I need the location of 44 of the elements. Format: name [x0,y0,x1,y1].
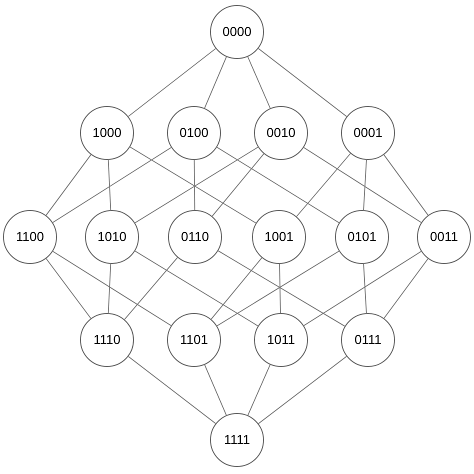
node-label: 1111 [224,431,250,450]
connector-line [108,160,112,210]
connector-line [204,364,227,416]
connector-line [258,48,348,117]
connector-line [124,257,178,320]
connector-line [210,257,262,320]
node-label: 0001 [354,124,382,142]
connector-line [383,154,429,216]
connector-line [247,364,271,416]
connector-line [134,250,258,326]
node-label: 1000 [92,124,122,142]
connector-line [108,264,112,314]
node-label: 1011 [267,331,295,350]
connector-line [52,250,172,326]
connector-line [247,56,271,109]
connector-line [194,160,196,210]
connector-line [363,264,367,314]
node-label: 0111 [354,331,382,350]
connector-line [46,258,92,319]
connector-line [303,250,422,326]
node-label: 0110 [181,228,209,246]
node-label: 0101 [348,228,376,246]
connector-line [46,154,92,216]
connector-line [303,147,422,223]
connector-line [384,258,428,319]
node-label: 0011 [430,228,458,246]
node-label: 1110 [94,331,120,350]
connector-line [52,147,172,223]
connector-line [216,146,340,224]
connector-line [204,56,227,109]
node-label: 1010 [98,228,126,246]
node-label: 1100 [16,228,44,246]
connector-line [212,153,264,217]
node-label: 0100 [180,124,208,142]
connector-line [363,160,367,210]
node-label: 0000 [222,23,252,42]
connector-line [258,356,347,424]
connector-line [128,48,216,117]
connector-line [296,153,351,217]
connector-line [128,356,216,424]
node-label: 1001 [264,228,294,246]
node-label: 0010 [266,124,296,142]
connector-line [279,264,281,314]
node-label: 1101 [180,331,208,350]
